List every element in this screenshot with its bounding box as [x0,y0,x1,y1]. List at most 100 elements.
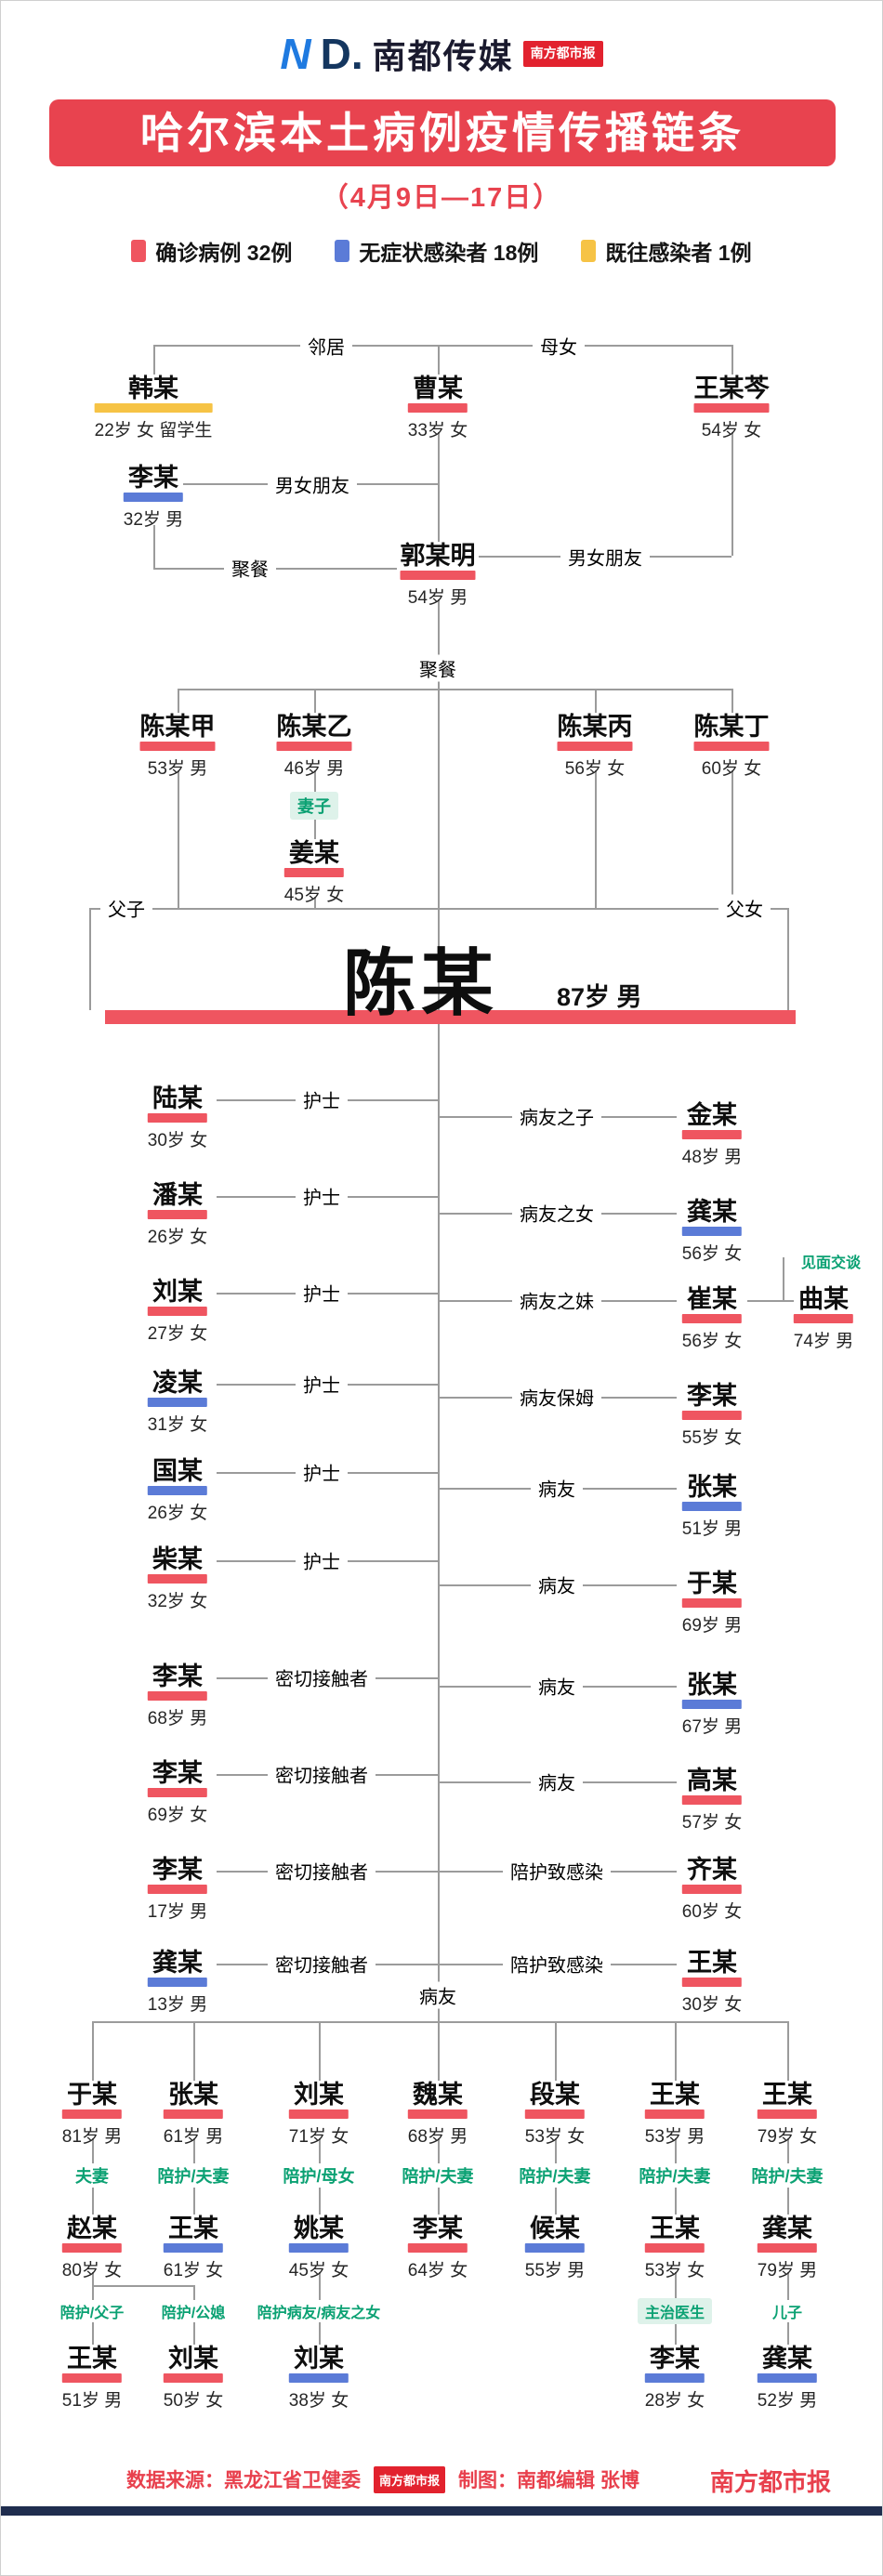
person-name: 龚某 [152,1949,203,1977]
person-name: 陆某 [152,1084,203,1112]
person-info: 32岁 女 [147,1592,208,1611]
person-name: 张某 [686,1473,737,1501]
legend-item-confirmed: 确诊病例 32例 [131,235,292,267]
person-name: 刘某 [167,2345,218,2372]
footer-credits: 数据来源：黑龙江省卫健委 南方都市报 制图：南都编辑 张博 [126,2465,639,2493]
paper-name: 南方都市报 [709,2468,831,2496]
person-info: 54岁 女 [701,421,762,440]
person-info: 48岁 男 [681,1148,743,1167]
status-bar [288,2373,349,2383]
relation-label-spouse: 夫妻 [68,2163,116,2188]
status-bar [644,2243,705,2253]
person-info: 57岁 女 [681,1813,743,1833]
status-bar [757,2243,818,2253]
person-info: 54岁 男 [407,588,468,608]
legend-label-asymptomatic: 无症状感染者 18例 [359,241,539,265]
relation-label-dinner: 聚餐 [412,654,464,682]
relation-label-care-mother-daughter: 陪护/母女 [275,2163,362,2188]
person-name: 陈某丙 [557,713,633,741]
person-info: 22岁 女 留学生 [94,421,213,440]
person-name: 齐某 [686,1856,737,1884]
person-name: 凌某 [152,1369,203,1397]
person-name: 李某 [127,464,178,492]
relation-label-wardmate-daughter: 病友之女 [512,1199,601,1227]
relation-label-wardmate: 病友 [531,1571,583,1598]
person-name: 李某 [686,1382,737,1410]
person-name: 王某 [649,2215,700,2242]
status-bar [681,1598,743,1608]
connector-line [731,345,733,375]
relation-label-care-infect: 陪护致感染 [503,1857,611,1885]
person-info: 67岁 男 [681,1717,743,1737]
logo-d-glyph: D. [320,30,363,78]
status-bar [644,2109,705,2119]
connector-line [89,908,91,1010]
status-bar [147,1113,208,1123]
status-bar [288,2109,349,2119]
relation-label-care-spouse: 陪护/夫妻 [394,2163,481,2188]
person-node-liu50: 刘某 50岁 女 [163,2345,224,2412]
status-bar [147,1788,208,1797]
connector-line [153,525,155,568]
status-bar [693,403,770,413]
person-info: 56岁 女 [564,759,626,779]
legend: 确诊病例 32例 无症状感染者 18例 既往感染者 1例 [1,235,882,267]
person-name: 王某芩 [693,375,770,402]
person-info: 46岁 男 [283,759,345,779]
person-info: 30岁 女 [681,1995,743,2015]
person-name: 李某 [152,1856,203,1884]
person-info: 50岁 女 [163,2391,224,2411]
brand-name: 南都传媒 [372,37,514,75]
status-bar [407,2243,468,2253]
relation-label-father-daughter: 父女 [718,894,771,922]
relation-label-dinner: 聚餐 [224,554,276,582]
person-name: 段某 [529,2081,580,2109]
paper-stamp: 南方都市报 [374,2465,446,2493]
status-bar [94,403,213,413]
relation-label-meet-talk: 见面交谈 [793,1250,869,1272]
status-bar [557,742,633,751]
connector-line [178,770,179,908]
status-bar [147,1210,208,1219]
connector-line [193,2021,195,2081]
person-name: 候某 [529,2215,580,2242]
title-banner: 哈尔滨本土病例疫情传播链条 [49,99,836,166]
connector-line [92,2272,94,2285]
person-name: 王某 [167,2215,218,2242]
connector-line [314,689,316,713]
relation-label-close-contact: 密切接触者 [268,1663,376,1691]
relation-label-doctor: 主治医生 [637,2298,713,2324]
person-info: 53岁 男 [147,759,208,779]
person-info: 51岁 男 [681,1519,743,1539]
status-bar [524,2109,586,2119]
bottom-divider-bar [1,2506,882,2516]
person-name: 魏某 [412,2081,463,2109]
person-info: 56岁 女 [681,1244,743,1264]
status-bar [400,571,476,580]
person-info: 31岁 女 [147,1415,208,1435]
relation-label-close-contact: 密切接触者 [268,1760,376,1788]
connector-line [153,345,155,375]
status-bar [681,1885,743,1894]
status-bar [147,1486,208,1495]
connector-line [675,2021,677,2081]
person-name: 姚某 [293,2215,344,2242]
person-info: 79岁 女 [757,2127,818,2147]
relation-label-care-spouse: 陪护/夫妻 [631,2163,718,2188]
connector-line [89,908,787,910]
person-info: 33岁 女 [407,421,468,440]
status-bar [757,2109,818,2119]
person-name: 潘某 [152,1181,203,1209]
